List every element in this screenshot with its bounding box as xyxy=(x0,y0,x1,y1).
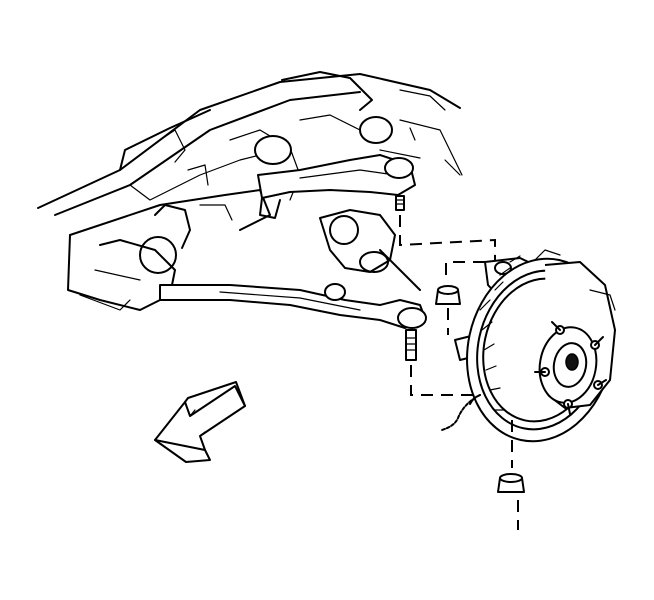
arrow-pointing-front-left-icon xyxy=(154,381,246,463)
upper-ball-joint-stud xyxy=(395,195,496,262)
frame-rail xyxy=(37,71,463,311)
upper-control-arm xyxy=(254,116,416,219)
upper-nut xyxy=(435,261,500,335)
lower-nut xyxy=(497,420,525,530)
wheel-hub xyxy=(534,261,616,415)
lower-control-arm xyxy=(159,209,427,329)
wheel-speed-sensor-wire xyxy=(441,394,481,431)
